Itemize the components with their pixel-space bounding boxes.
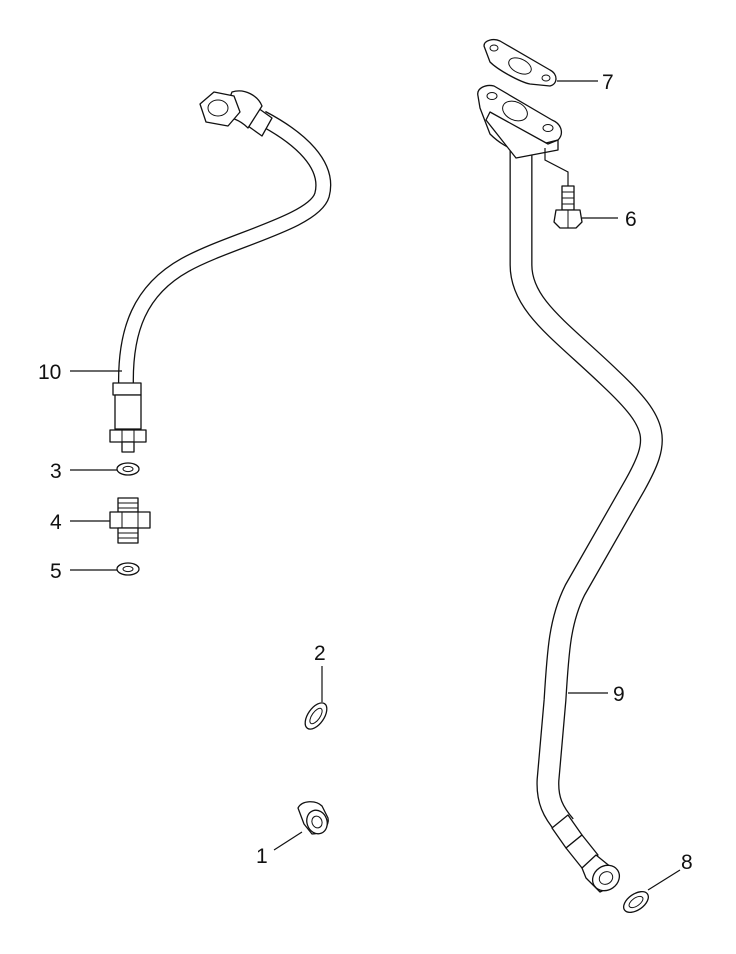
part-1-sleeve: [297, 801, 329, 835]
callout-4: 4: [50, 511, 62, 534]
callout-3: 3: [50, 460, 62, 483]
callout-7: 7: [602, 71, 614, 94]
callout-8: 8: [681, 851, 693, 874]
part-3-washer: [116, 462, 140, 476]
leader-lines: [70, 80, 681, 891]
part-8-seal-ring: [622, 890, 650, 914]
part-6-bolt: [544, 148, 583, 229]
callout-5: 5: [50, 560, 62, 583]
callout-6: 6: [625, 208, 637, 231]
part-4-union-fitting: [109, 497, 151, 544]
callout-1: 1: [256, 845, 268, 868]
callout-2: 2: [314, 642, 326, 665]
part-2-seal-ring: [304, 702, 328, 730]
callout-9: 9: [613, 683, 625, 706]
part-10-pipe: [109, 90, 332, 453]
part-7-gasket: [483, 39, 557, 87]
part-9-pipe: [477, 84, 663, 893]
part-5-washer: [116, 562, 140, 576]
callout-10: 10: [38, 361, 61, 384]
